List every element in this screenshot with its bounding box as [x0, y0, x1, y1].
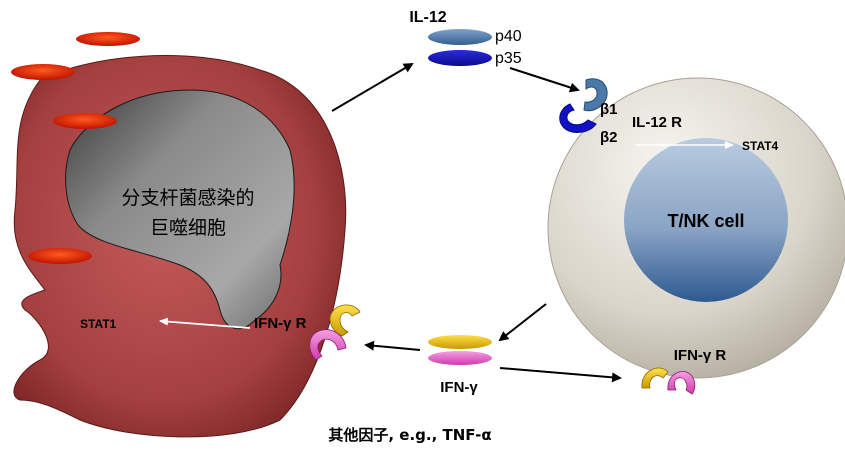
bacterium-blob — [76, 32, 140, 46]
ifng-receptor-tcell-yellow-icon — [642, 368, 668, 388]
ifng-ligand-pink — [428, 351, 492, 365]
bacterium-blob — [53, 113, 117, 129]
tnk-cell-label: T/NK cell — [667, 211, 744, 231]
p40-label: p40 — [495, 28, 522, 45]
p35-label: p35 — [495, 50, 522, 67]
il12-p40-subunit — [428, 29, 492, 45]
ifng-receptor-tcell-label: IFN-γ R — [674, 347, 727, 364]
arrow-ifng-to-tcell-receptor — [500, 368, 620, 378]
stat4-label: STAT4 — [742, 139, 779, 153]
arrow-tcell-to-ifng — [500, 304, 546, 340]
ifng-ligand-yellow — [428, 335, 492, 349]
il12-receptor-label: IL-12 R — [632, 114, 682, 131]
bacterium-blob — [28, 248, 92, 264]
beta1-label: β1 — [600, 101, 618, 118]
arrow-ifng-to-macrophage-receptor — [366, 345, 420, 350]
bacterium-blob — [11, 64, 75, 80]
ifng-label: IFN-γ — [440, 379, 478, 396]
il12-p35-subunit — [428, 50, 492, 66]
macrophage-label-line1: 分支杆菌感染的 — [121, 187, 254, 209]
beta2-label: β2 — [600, 129, 618, 146]
arrow-il12-to-receptor — [510, 68, 578, 90]
footer-other-factors: 其他因子, e.g., TNF-α — [328, 426, 491, 444]
macrophage-label-line2: 巨噬细胞 — [150, 217, 226, 239]
il12-title: IL-12 — [409, 9, 446, 26]
ifng-receptor-macrophage-label: IFN-γ R — [254, 315, 307, 332]
stat1-label: STAT1 — [80, 317, 117, 331]
arrow-macrophage-to-il12 — [332, 64, 412, 111]
